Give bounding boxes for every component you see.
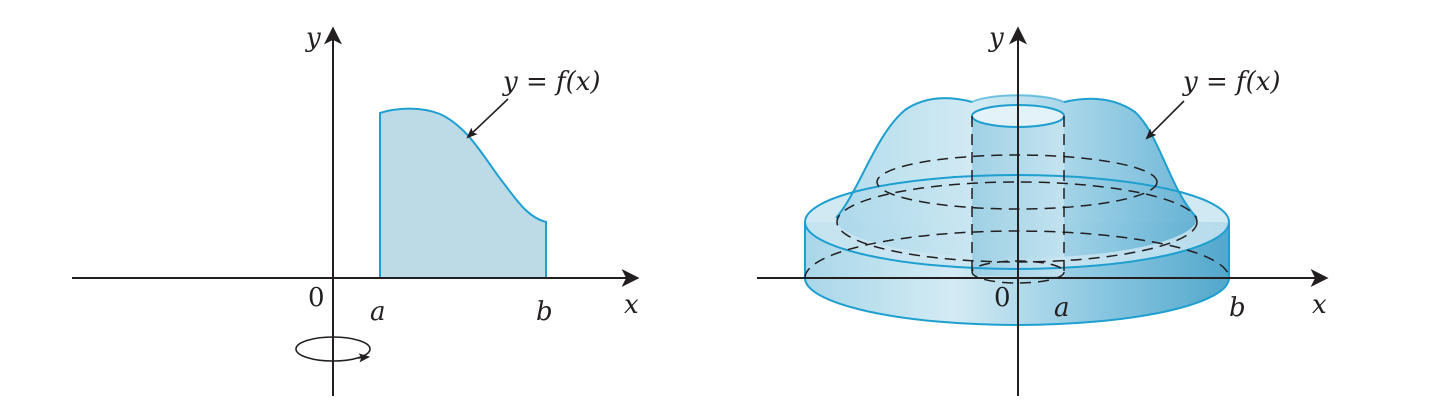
right-a-label: a bbox=[1054, 293, 1070, 323]
left-curve-label: y = f(x) bbox=[502, 67, 601, 97]
left-y-label: y bbox=[305, 23, 321, 53]
right-origin-label: 0 bbox=[994, 283, 1011, 313]
left-x-label: x bbox=[624, 290, 639, 320]
right-b-label: b bbox=[1229, 293, 1246, 323]
shaded-region bbox=[380, 108, 546, 279]
right-curve-label: y = f(x) bbox=[1182, 67, 1281, 97]
curve-f bbox=[379, 107, 547, 278]
rotation-arrow-icon bbox=[357, 353, 371, 363]
rotation-ellipse bbox=[295, 336, 371, 362]
left-a-label: a bbox=[370, 297, 386, 327]
left-origin-label: 0 bbox=[308, 283, 325, 313]
right-y-label: y bbox=[988, 23, 1004, 53]
left-b-label: b bbox=[536, 297, 553, 327]
right-x-label: x bbox=[1312, 290, 1327, 320]
right-curve-pointer-arrow bbox=[1145, 100, 1185, 140]
left-panel: y x 0 a b y = f(x) bbox=[72, 23, 640, 396]
right-panel: y x 0 a b y = f(x) bbox=[757, 23, 1329, 396]
curve-pointer-arrow bbox=[466, 98, 509, 139]
